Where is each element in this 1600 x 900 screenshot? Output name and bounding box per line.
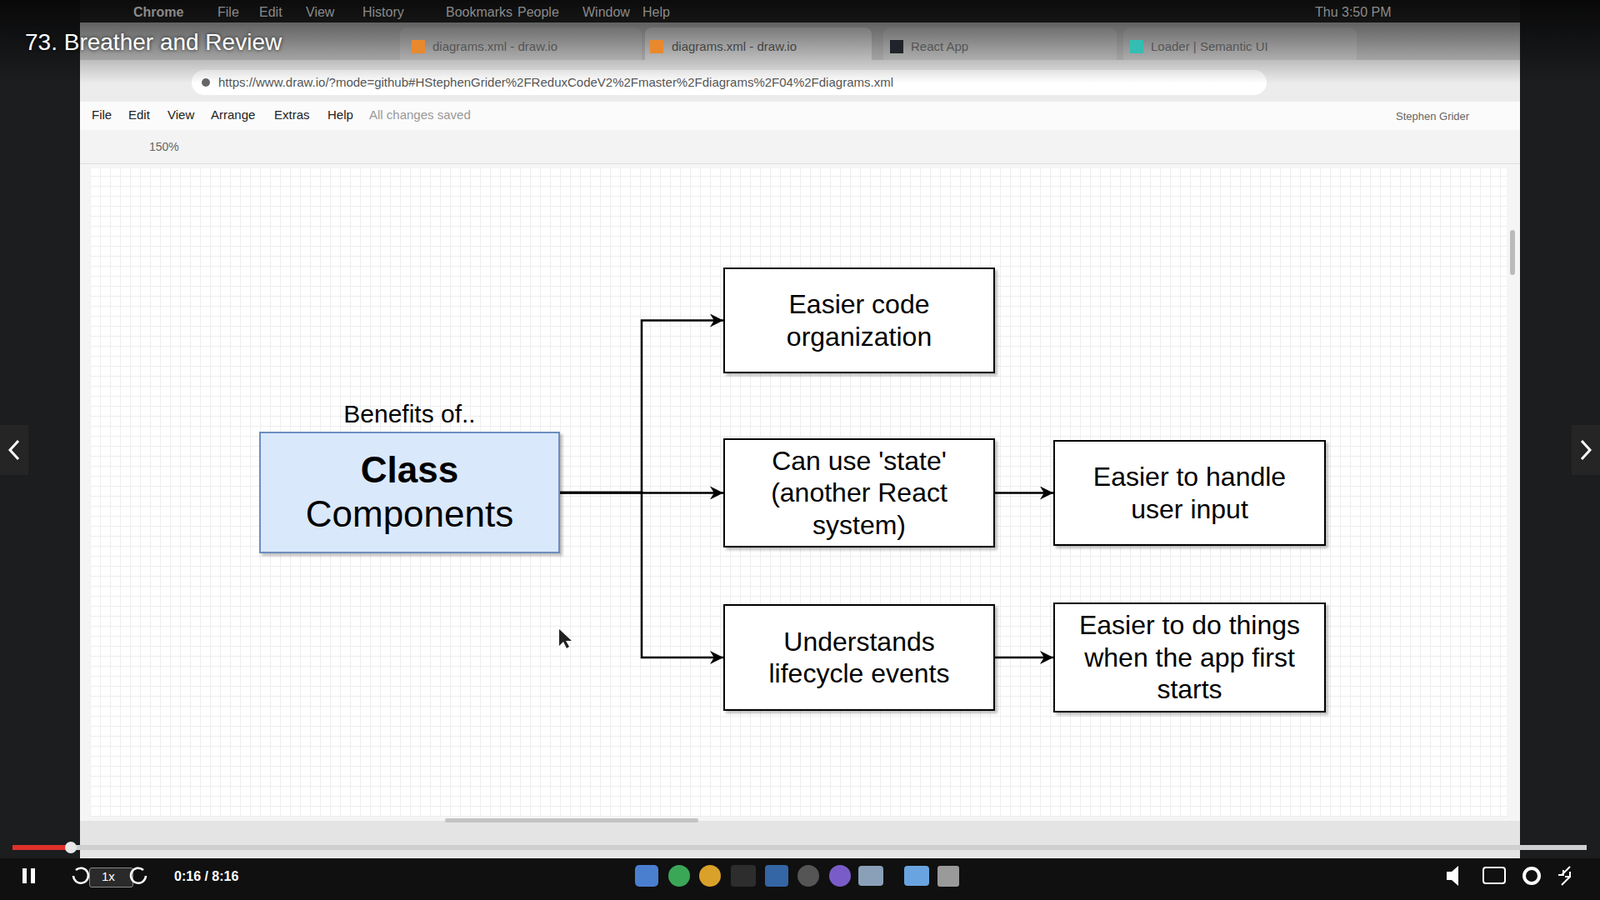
arrow-connector xyxy=(560,491,724,495)
tab-title: diagrams.xml - draw.io xyxy=(671,39,797,55)
settings-icon xyxy=(1524,868,1540,884)
os-menu: Edit xyxy=(259,4,283,20)
video-time: 0:16 / 8:16 xyxy=(174,868,239,885)
menu-item: Extras xyxy=(274,107,310,123)
result-box: Easier to do things when the app first s… xyxy=(1053,602,1326,712)
url-text: https://www.draw.io/?mode=github#HStephe… xyxy=(218,75,894,90)
mouse-cursor xyxy=(559,629,572,649)
os-menu: People xyxy=(517,4,560,20)
menu-item: Edit xyxy=(128,107,150,123)
benefit-box: Can use 'state' (another React system) xyxy=(723,438,995,548)
box-text: Components xyxy=(305,492,514,537)
box-text: Easier to handle user input xyxy=(1065,460,1315,525)
menu-item: Arrange xyxy=(210,107,255,123)
box-text: Easier to do things when the app first s… xyxy=(1065,609,1315,705)
tab-icon xyxy=(411,40,425,54)
result-box: Easier to handle user input xyxy=(1053,440,1326,546)
os-menu: Help xyxy=(642,4,670,20)
h-scrollbar xyxy=(445,818,699,823)
nav-left-chevron xyxy=(10,440,19,460)
playback-speed: 1x xyxy=(101,869,115,885)
rewind-icon xyxy=(73,868,89,884)
os-menu: History xyxy=(362,4,405,20)
tab-icon xyxy=(1130,40,1144,54)
os-menu: Chrome xyxy=(133,4,184,20)
volume-icon xyxy=(1446,865,1459,886)
pause-icon xyxy=(30,868,35,884)
tab-title: diagrams.xml - draw.io xyxy=(432,39,558,55)
save-status: All changes saved xyxy=(369,107,471,123)
arrow-connector xyxy=(560,492,724,658)
arrow-connector xyxy=(560,320,724,494)
progress-track xyxy=(12,845,1587,850)
os-menu: Window xyxy=(582,4,630,20)
progress-thumb xyxy=(65,841,77,854)
tab-title: Loader | Semantic UI xyxy=(1150,39,1269,55)
menu-item: View xyxy=(167,107,195,123)
nav-left xyxy=(0,425,29,475)
fullscreen-icon xyxy=(1558,866,1570,885)
tab-icon xyxy=(890,40,904,54)
os-clock: Thu 3:50 PM xyxy=(1315,4,1392,20)
nav-right xyxy=(1571,425,1600,475)
os-menu: File xyxy=(217,4,240,20)
os-menu: Bookmarks xyxy=(445,4,513,20)
benefit-box: Understands lifecycle events xyxy=(723,604,995,711)
tab-icon xyxy=(650,40,664,54)
menu-item: File xyxy=(91,107,112,123)
video-title: 73. Breather and Review xyxy=(25,28,282,57)
zoom-level: 150% xyxy=(149,140,180,155)
arrow-connector xyxy=(995,656,1054,660)
box-text: Understands lifecycle events xyxy=(735,625,984,690)
box-text: Can use 'state' (another React system) xyxy=(735,445,984,541)
toolbar xyxy=(80,130,1520,165)
page-tabs xyxy=(80,820,1520,859)
menu-item: Help xyxy=(327,107,354,123)
dock-icons xyxy=(635,865,960,887)
nav-right-chevron xyxy=(1581,440,1590,460)
tab-title: React App xyxy=(910,39,969,55)
forward-icon xyxy=(130,868,146,884)
pause-icon xyxy=(22,868,27,884)
box-heading: Benefits of.. xyxy=(227,400,592,429)
cc-icon xyxy=(1483,867,1505,884)
scrollbar xyxy=(1510,230,1515,275)
box-text: Class xyxy=(360,448,459,493)
user-name: Stephen Grider xyxy=(1395,110,1470,124)
arrow-connector xyxy=(995,491,1054,495)
os-menu: View xyxy=(305,4,335,20)
benefit-box: Easier code organization xyxy=(723,267,995,374)
class-box: Benefits of..ClassComponents xyxy=(259,431,560,554)
progress-fill xyxy=(12,845,70,850)
url-lock xyxy=(201,78,210,87)
box-text: Easier code organization xyxy=(735,288,984,353)
